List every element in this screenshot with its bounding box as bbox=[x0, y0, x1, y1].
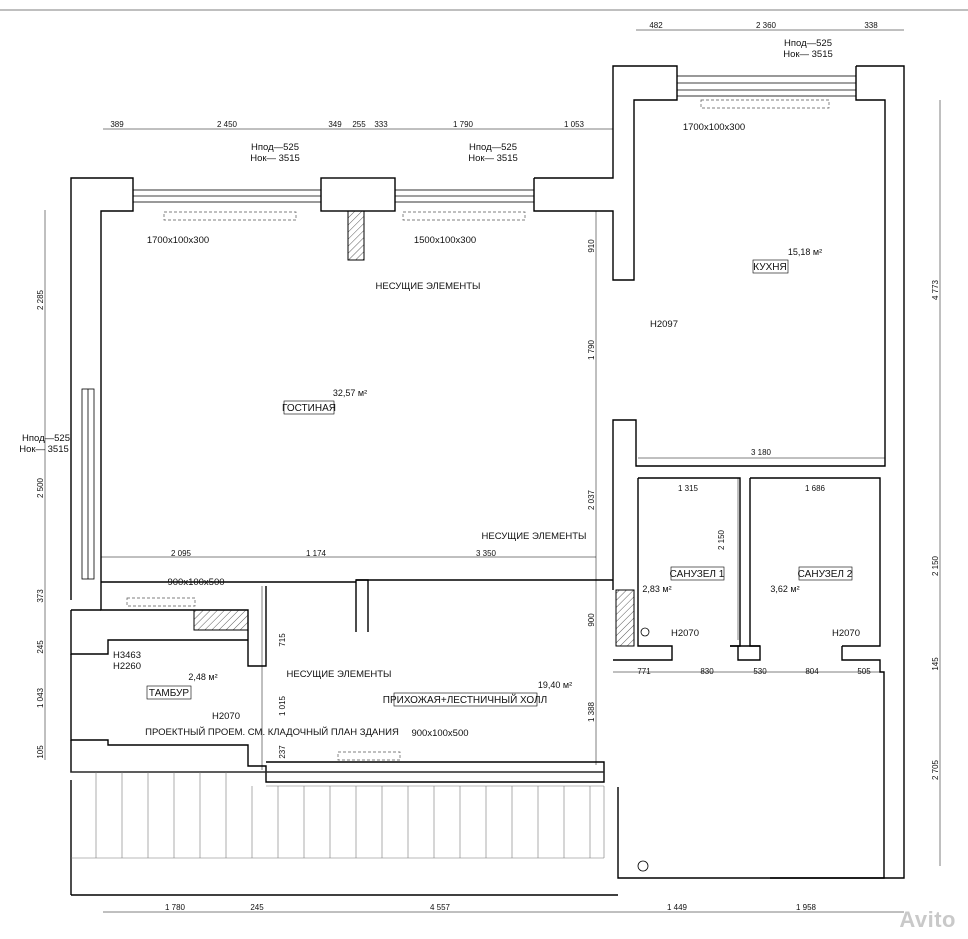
vestibule-height-2: Н2260 bbox=[113, 661, 141, 672]
dim-right-3: 145 bbox=[931, 657, 940, 671]
dim-inner-v-2: 1 790 bbox=[587, 339, 596, 360]
dim-top-living-1: 389 bbox=[110, 120, 124, 129]
dim-right-4: 2 705 bbox=[931, 759, 940, 780]
bearing-wall-2 bbox=[193, 609, 249, 631]
dim-inner-v-8: 237 bbox=[278, 745, 287, 759]
dim-bottom-3: 4 557 bbox=[430, 903, 451, 912]
dim-bottom-5: 1 958 bbox=[796, 903, 817, 912]
kitchen-name-frame bbox=[752, 259, 789, 274]
bearing-note-2: НЕСУЩИЕ ЭЛЕМЕНТЫ bbox=[482, 531, 587, 542]
dim-top-living-6: 1 790 bbox=[453, 120, 474, 129]
vestibule-name-frame bbox=[146, 685, 192, 700]
dim-bath-bottom-5: 505 bbox=[857, 667, 871, 676]
door-height-kitchen: Н2097 bbox=[650, 319, 678, 330]
hall-name-frame bbox=[393, 692, 538, 707]
stairs bbox=[71, 771, 605, 859]
window-2-top: Нок— 3515 bbox=[468, 153, 518, 164]
door-height-vestibule: Н2070 bbox=[212, 711, 240, 722]
dim-top-living-5: 333 bbox=[374, 120, 388, 129]
door-height-bath1: Н2070 bbox=[671, 628, 699, 639]
bearing-note-1: НЕСУЩИЕ ЭЛЕМЕНТЫ bbox=[376, 281, 481, 292]
radiator-label-4: 900х100х500 bbox=[167, 577, 224, 588]
dim-inner-v-1: 910 bbox=[587, 239, 596, 253]
watermark-logo: Avito bbox=[899, 907, 956, 932]
living-name-frame bbox=[283, 400, 335, 415]
dim-left-6: 105 bbox=[36, 745, 45, 759]
dim-left-4: 245 bbox=[36, 640, 45, 654]
dim-inner-h-2: 1 174 bbox=[306, 549, 327, 558]
dim-top-kitchen-1: 482 bbox=[649, 21, 663, 30]
dim-bottom-1: 1 780 bbox=[165, 903, 186, 912]
bearing-column-1 bbox=[347, 210, 365, 261]
dim-bath-bottom-3: 530 bbox=[753, 667, 767, 676]
dim-top-living-2: 2 450 bbox=[217, 120, 238, 129]
dim-kitchen-width: 3 180 bbox=[751, 448, 772, 457]
dim-bath-bottom-2: 830 bbox=[700, 667, 714, 676]
window-4-top: Нок— 3515 bbox=[19, 444, 69, 455]
kitchen-area: 15,18 м² bbox=[788, 247, 822, 257]
dim-right-2: 2 150 bbox=[931, 555, 940, 576]
dim-top-living-4: 255 bbox=[352, 120, 366, 129]
dim-inner-v-4: 900 bbox=[587, 613, 596, 627]
dim-bath-height: 2 150 bbox=[717, 529, 726, 550]
bath2-area: 3,62 м² bbox=[770, 584, 799, 594]
hall-area: 19,40 м² bbox=[538, 680, 572, 690]
radiator-label-1: 1700х100х300 bbox=[147, 235, 209, 246]
dim-bath-bottom-4: 804 bbox=[805, 667, 819, 676]
dim-top-living-3: 349 bbox=[328, 120, 342, 129]
radiator-label-3: 1700х100х300 bbox=[683, 122, 745, 133]
bath2-name: САНУЗЕЛ 2 bbox=[798, 569, 853, 580]
window-1-sill: Нпод—525 bbox=[251, 142, 299, 153]
bath1-area: 2,83 м² bbox=[642, 584, 671, 594]
dim-top-kitchen-2: 2 360 bbox=[756, 21, 777, 30]
living-area: 32,57 м² bbox=[333, 388, 367, 398]
dim-left-1: 2 285 bbox=[36, 289, 45, 310]
kitchen-name: КУХНЯ bbox=[753, 262, 786, 273]
radiator-label-5: 900х100х500 bbox=[411, 728, 468, 739]
radiators bbox=[126, 99, 830, 761]
dim-top-kitchen-3: 338 bbox=[864, 21, 878, 30]
bearing-note-3: НЕСУЩИЕ ЭЛЕМЕНТЫ bbox=[287, 669, 392, 680]
window-2-sill: Нпод—525 bbox=[469, 142, 517, 153]
dim-bath-bottom-1: 771 bbox=[637, 667, 651, 676]
vestibule-area: 2,48 м² bbox=[188, 672, 217, 682]
dim-bath-top-1: 1 315 bbox=[678, 484, 699, 493]
riser-icon bbox=[640, 627, 650, 637]
dim-inner-v-6: 715 bbox=[278, 633, 287, 647]
vestibule-height-1: Н3463 bbox=[113, 650, 141, 661]
door-height-bath2: Н2070 bbox=[832, 628, 860, 639]
window-4-sill: Нпод—525 bbox=[22, 433, 70, 444]
windows bbox=[81, 75, 857, 580]
dim-left-2: 2 500 bbox=[36, 477, 45, 498]
dim-left-5: 1 043 bbox=[36, 687, 45, 708]
dim-bath-top-2: 1 686 bbox=[805, 484, 826, 493]
bath1-name-frame bbox=[670, 566, 725, 581]
vestibule-name: ТАМБУР bbox=[149, 688, 189, 699]
dim-inner-v-5: 1 388 bbox=[587, 701, 596, 722]
dim-inner-v-3: 2 037 bbox=[587, 489, 596, 510]
window-1-top: Нок— 3515 bbox=[250, 153, 300, 164]
drain-icon bbox=[637, 860, 649, 872]
bath2-name-frame bbox=[798, 566, 853, 581]
bearing-wall-3 bbox=[615, 589, 635, 647]
bath1-name: САНУЗЕЛ 1 bbox=[670, 569, 725, 580]
dim-bottom-4: 1 449 bbox=[667, 903, 688, 912]
radiator-label-2: 1500х100х300 bbox=[414, 235, 476, 246]
dim-left-3: 373 bbox=[36, 589, 45, 603]
dim-inner-h-3: 3 350 bbox=[476, 549, 497, 558]
design-opening-note: ПРОЕКТНЫЙ ПРОЕМ. СМ. КЛАДОЧНЫЙ ПЛАН ЗДАН… bbox=[145, 726, 399, 738]
dim-right-1: 4 773 bbox=[931, 279, 940, 300]
dim-top-living-7: 1 053 bbox=[564, 120, 585, 129]
window-3-top: Нок— 3515 bbox=[783, 49, 833, 60]
dim-inner-h-1: 2 095 bbox=[171, 549, 192, 558]
dim-inner-v-7: 1 015 bbox=[278, 695, 287, 716]
dimension-lines bbox=[44, 29, 941, 913]
hall-name: ПРИХОЖАЯ+ЛЕСТНИЧНЫЙ ХОЛЛ bbox=[383, 693, 547, 706]
window-3-sill: Нпод—525 bbox=[784, 38, 832, 49]
dim-bottom-2: 245 bbox=[250, 903, 264, 912]
living-name: ГОСТИНАЯ bbox=[282, 403, 336, 414]
